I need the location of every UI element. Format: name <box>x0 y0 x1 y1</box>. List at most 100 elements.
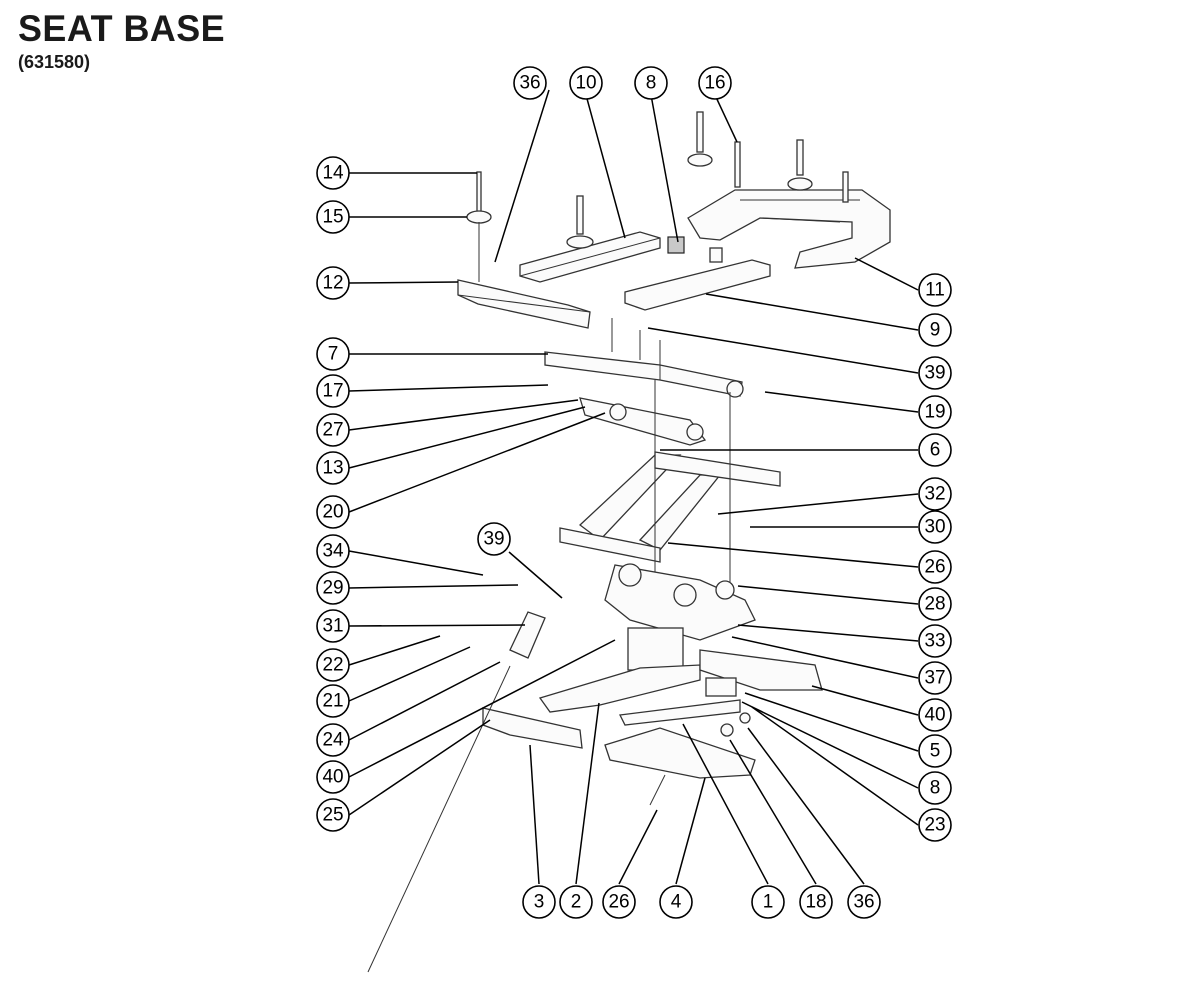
callout-4: 4 <box>659 885 693 919</box>
gas-spring <box>509 611 546 659</box>
svg-text:17: 17 <box>322 381 343 402</box>
callout-15: 15 <box>316 200 350 234</box>
svg-text:24: 24 <box>322 730 344 751</box>
svg-text:39: 39 <box>483 529 504 550</box>
callout-24: 24 <box>316 723 350 757</box>
callout-25: 25 <box>316 798 350 832</box>
svg-text:13: 13 <box>322 458 343 479</box>
svg-text:26: 26 <box>924 557 945 578</box>
svg-text:15: 15 <box>322 207 343 228</box>
callout-7: 7 <box>316 337 350 371</box>
scissor-bottom-tube <box>559 527 661 563</box>
damper <box>579 397 707 446</box>
svg-text:7: 7 <box>328 344 339 365</box>
lower-rail <box>538 664 701 713</box>
callout-23: 23 <box>918 808 952 842</box>
svg-text:25: 25 <box>322 805 343 826</box>
callout-30: 30 <box>918 510 952 544</box>
svg-text:36: 36 <box>519 73 540 94</box>
callout-22: 22 <box>316 648 350 682</box>
lower-bar <box>482 707 583 749</box>
svg-text:11: 11 <box>925 280 945 301</box>
release-cable <box>367 665 511 973</box>
scissor-top-tube <box>654 451 781 487</box>
svg-text:9: 9 <box>930 320 941 341</box>
svg-text:1: 1 <box>763 892 774 913</box>
svg-text:30: 30 <box>924 517 945 538</box>
svg-text:27: 27 <box>322 420 343 441</box>
svg-text:40: 40 <box>924 705 945 726</box>
callout-2: 2 <box>559 885 593 919</box>
callout-26-bottom: 26 <box>602 885 636 919</box>
stud <box>576 195 584 235</box>
callout-31: 31 <box>316 609 350 643</box>
stud <box>796 139 804 176</box>
callout-8-right: 8 <box>918 771 952 805</box>
svg-text:5: 5 <box>930 741 941 762</box>
svg-text:26: 26 <box>608 892 629 913</box>
page-title: SEAT BASE <box>18 8 226 49</box>
callout-3: 3 <box>522 885 556 919</box>
callout-19: 19 <box>918 395 952 429</box>
callout-12: 12 <box>316 266 350 300</box>
callout-13: 13 <box>316 451 350 485</box>
callout-34: 34 <box>316 534 350 568</box>
callout-6: 6 <box>918 433 952 467</box>
washer <box>466 210 492 224</box>
callout-14: 14 <box>316 156 350 190</box>
callout-20: 20 <box>316 495 350 529</box>
callout-26-right: 26 <box>918 550 952 584</box>
callout-10: 10 <box>569 66 603 100</box>
bolt <box>734 141 741 188</box>
callout-32: 32 <box>918 477 952 511</box>
callout-8-top: 8 <box>634 66 668 100</box>
callout-29: 29 <box>316 571 350 605</box>
callout-11: 11 <box>918 273 952 307</box>
small-bracket <box>619 699 741 726</box>
svg-text:8: 8 <box>646 73 657 94</box>
svg-text:34: 34 <box>322 541 344 562</box>
callout-36-top: 36 <box>513 66 547 100</box>
callout-18: 18 <box>799 885 833 919</box>
svg-text:22: 22 <box>322 655 343 676</box>
svg-text:29: 29 <box>322 578 343 599</box>
clip <box>705 677 737 697</box>
callout-9: 9 <box>918 313 952 347</box>
svg-text:36: 36 <box>853 892 874 913</box>
washer <box>566 235 594 249</box>
callout-39-right: 39 <box>918 356 952 390</box>
svg-text:20: 20 <box>322 502 343 523</box>
svg-text:39: 39 <box>924 363 945 384</box>
cover-plate <box>604 727 756 779</box>
leader-lines <box>348 89 919 885</box>
svg-text:3: 3 <box>534 892 545 913</box>
bolt <box>842 171 849 203</box>
svg-text:31: 31 <box>322 616 343 637</box>
svg-text:28: 28 <box>924 594 945 615</box>
part-number: (631580) <box>18 52 91 72</box>
callout-33: 33 <box>918 624 952 658</box>
callout-1: 1 <box>751 885 785 919</box>
svg-text:16: 16 <box>704 73 725 94</box>
washer <box>787 177 813 191</box>
svg-text:19: 19 <box>924 402 945 423</box>
callout-16: 16 <box>698 66 732 100</box>
callouts: 36 10 8 16 14 15 12 11 9 7 39 17 19 27 6… <box>316 66 952 919</box>
bolt <box>476 171 482 213</box>
scissor-upper-bar <box>544 351 743 397</box>
svg-text:33: 33 <box>924 631 945 652</box>
callout-21: 21 <box>316 684 350 718</box>
svg-text:18: 18 <box>805 892 826 913</box>
svg-text:6: 6 <box>930 440 941 461</box>
nut-block <box>667 236 685 254</box>
callout-39-center: 39 <box>477 522 511 556</box>
svg-text:23: 23 <box>924 815 945 836</box>
callout-40-right: 40 <box>918 698 952 732</box>
seat-base-parts <box>367 111 891 973</box>
callout-28: 28 <box>918 587 952 621</box>
svg-text:21: 21 <box>322 691 343 712</box>
svg-text:40: 40 <box>322 767 343 788</box>
actuator-box <box>627 627 684 671</box>
upper-right-frame <box>687 189 891 269</box>
